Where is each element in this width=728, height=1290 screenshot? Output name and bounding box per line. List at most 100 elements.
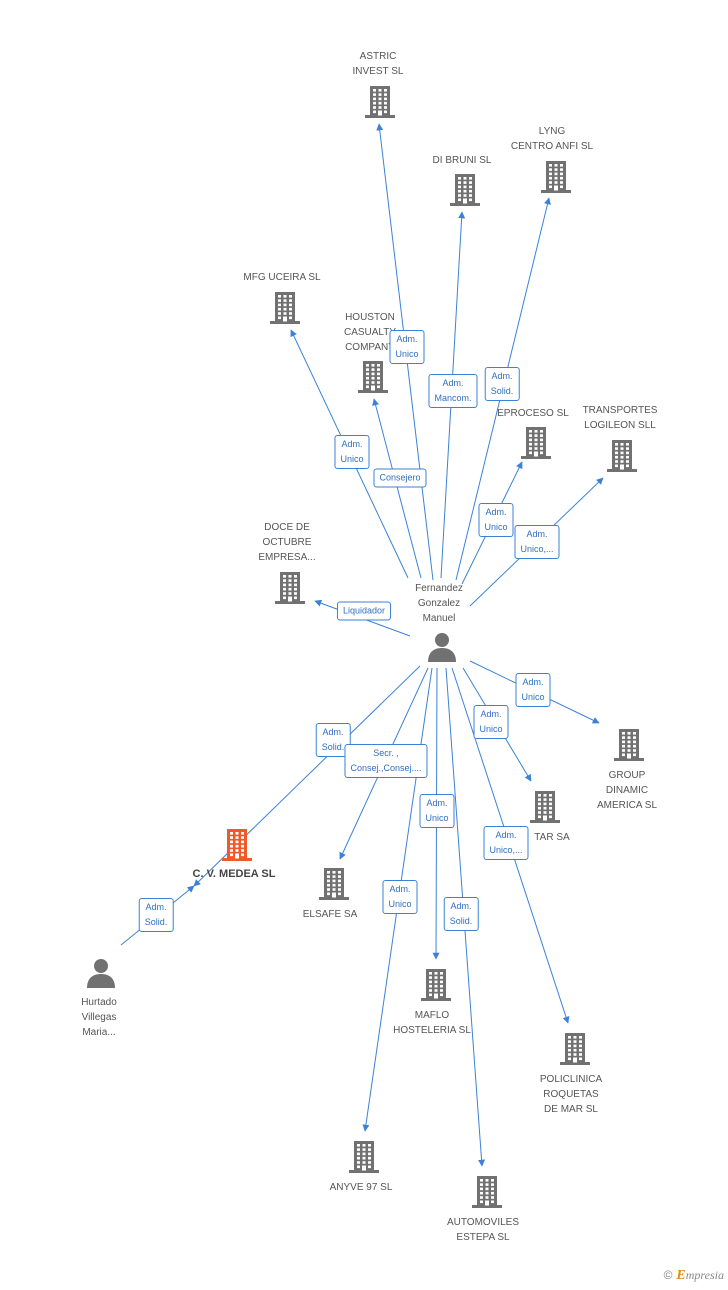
- role-badge[interactable]: Adm.Unico,...: [514, 525, 560, 559]
- role-badge[interactable]: Consejero: [373, 468, 427, 488]
- building-icon-wrap[interactable]: [448, 173, 482, 212]
- role-badge[interactable]: Adm.Solid.: [443, 897, 479, 931]
- role-badge[interactable]: Secr. , Consej.,Consej....: [344, 744, 428, 778]
- person-icon-wrap[interactable]: [85, 957, 117, 994]
- node-label-line: DINAMIC: [605, 785, 649, 796]
- role-badge[interactable]: Adm.Unico: [473, 705, 509, 739]
- building-icon-wrap[interactable]: [470, 1175, 504, 1214]
- building-icon: [421, 969, 451, 1001]
- role-badge[interactable]: Liquidador: [336, 601, 392, 621]
- node-label-line: Manuel: [422, 613, 456, 624]
- building-icon-wrap[interactable]: [558, 1032, 592, 1071]
- role-badge-line: Adm.: [522, 677, 544, 687]
- role-badge-line: Secr. ,: [373, 748, 399, 758]
- role-badge[interactable]: Adm.Solid.: [315, 723, 351, 757]
- building-icon: [521, 427, 551, 459]
- role-badge[interactable]: Adm.Unico: [515, 673, 551, 707]
- role-badge-line: Solid.: [144, 917, 168, 927]
- node-label[interactable]: DI BRUNI SL: [402, 153, 522, 168]
- role-badge[interactable]: Adm.Unico,...: [483, 826, 529, 860]
- node-label-line: Fernandez: [415, 583, 463, 594]
- role-badge[interactable]: Adm.Solid.: [484, 367, 520, 401]
- role-badge-line: Unico: [425, 813, 449, 823]
- building-icon-wrap[interactable]: [273, 571, 307, 610]
- node-label-line: Gonzalez: [417, 598, 461, 609]
- building-icon-wrap[interactable]: [528, 790, 562, 829]
- role-badge-line: Unico: [395, 349, 419, 359]
- node-label-line: OCTUBRE: [262, 537, 312, 548]
- building-icon-wrap[interactable]: [347, 1140, 381, 1179]
- node-label[interactable]: EPROCESO SL: [473, 406, 593, 421]
- person-icon: [87, 959, 115, 988]
- empresia-watermark: ©Empresia: [664, 1268, 724, 1284]
- building-icon-wrap[interactable]: [268, 291, 302, 330]
- role-badge-line: Liquidador: [342, 605, 386, 616]
- node-label-line: COMPANY: [345, 342, 395, 353]
- copyright-symbol: ©: [663, 1268, 673, 1282]
- building-icon-wrap[interactable]: [539, 160, 573, 199]
- node-label[interactable]: HOUSTON CASUALTY COMPANY: [310, 310, 430, 355]
- role-badge[interactable]: Adm. Unico: [419, 794, 455, 828]
- building-icon-wrap[interactable]: [317, 867, 351, 906]
- role-badge[interactable]: Adm.Unico: [382, 880, 418, 914]
- node-label[interactable]: MFG UCEIRA SL: [222, 270, 342, 285]
- node-label-line: LYNG: [538, 126, 566, 137]
- role-badge-line: Adm.: [442, 378, 464, 388]
- role-badge-line: Adm.: [426, 798, 448, 808]
- building-icon-wrap[interactable]: [419, 968, 453, 1007]
- node-label[interactable]: ELSAFE SA: [270, 907, 390, 922]
- node-label-line: AMERICA SL: [596, 800, 658, 811]
- role-badge-line: Unico: [340, 454, 364, 464]
- node-label-line: TRANSPORTES: [582, 405, 658, 416]
- node-label-line: ESTEPA SL: [456, 1232, 510, 1243]
- node-label-line: HOUSTON: [345, 312, 395, 323]
- node-label[interactable]: GROUP DINAMIC AMERICA SL: [567, 768, 687, 813]
- node-label-line: HOSTELERIA SL: [393, 1025, 471, 1036]
- node-label-line: TAR SA: [534, 832, 570, 843]
- node-label-line: CASUALTY: [343, 327, 397, 338]
- node-label-line: POLICLINICA: [539, 1074, 603, 1085]
- building-icon-wrap[interactable]: [612, 728, 646, 767]
- node-label[interactable]: ANYVE 97 SL: [301, 1180, 421, 1195]
- building-icon-wrap[interactable]: [519, 426, 553, 465]
- node-label-line: Villegas: [81, 1012, 117, 1023]
- role-badge[interactable]: Adm.Unico: [389, 330, 425, 364]
- role-badge-line: Adm.: [485, 507, 507, 517]
- role-badge[interactable]: Adm.Mancom.: [428, 374, 478, 408]
- role-badge-line: Unico,...: [489, 845, 523, 855]
- node-label-line: C. V. MEDEA SL: [192, 868, 276, 880]
- building-icon-wrap[interactable]: [220, 828, 254, 867]
- node-label-line: MFG UCEIRA SL: [243, 272, 321, 283]
- role-badge[interactable]: Adm.Solid.: [138, 898, 174, 932]
- role-badge-line: Consej.,Consej....: [350, 763, 422, 773]
- node-label-line: GROUP: [608, 770, 646, 781]
- building-icon: [365, 86, 395, 118]
- building-icon: [614, 729, 644, 761]
- person-icon: [428, 633, 456, 662]
- building-icon: [541, 161, 571, 193]
- role-badge[interactable]: Adm.Unico: [334, 435, 370, 469]
- building-icon: [530, 791, 560, 823]
- building-icon-wrap[interactable]: [363, 85, 397, 124]
- building-icon-wrap[interactable]: [605, 439, 639, 478]
- role-badge[interactable]: Adm.Unico: [478, 503, 514, 537]
- node-label-line: EPROCESO SL: [497, 408, 569, 419]
- node-label-line: DE MAR SL: [544, 1104, 598, 1115]
- role-badge-line: Adm.: [322, 727, 344, 737]
- node-label[interactable]: TAR SA: [492, 830, 612, 845]
- node-label[interactable]: C. V. MEDEA SL: [174, 867, 294, 882]
- role-badge-line: Adm.: [491, 371, 513, 381]
- person-icon-wrap[interactable]: [426, 631, 458, 668]
- building-icon-wrap[interactable]: [356, 360, 390, 399]
- building-icon: [607, 440, 637, 472]
